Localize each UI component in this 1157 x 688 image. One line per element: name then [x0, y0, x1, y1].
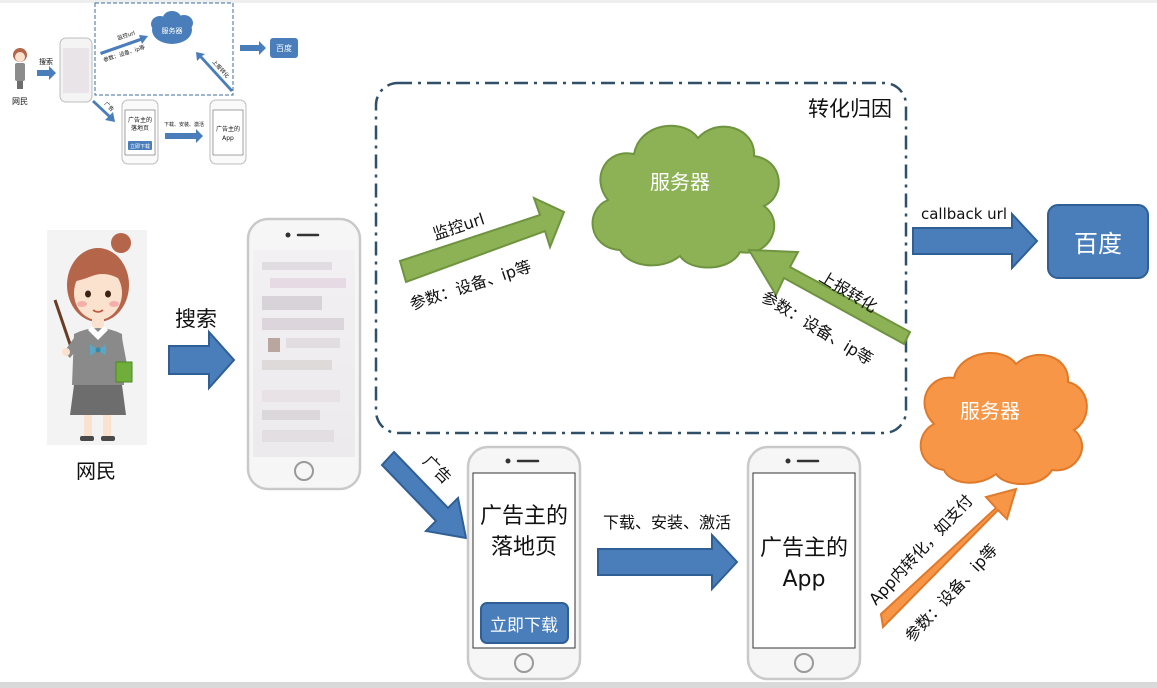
- server-top-label: 服务器: [650, 170, 710, 194]
- thumb-landing-line1: 广告主的: [128, 116, 152, 124]
- baidu-label: 百度: [1074, 230, 1122, 258]
- thumb-server-label: 服务器: [162, 26, 183, 35]
- ad-label: 广告: [419, 451, 455, 487]
- report-conversion-arrow: [747, 248, 912, 346]
- thumb-ad-arrow: [92, 100, 115, 122]
- thumb-baidu-box: [270, 38, 298, 58]
- server-cloud-right: [919, 352, 1088, 486]
- download-now-label: 立即下载: [490, 616, 558, 636]
- download-install-arrow: [597, 532, 739, 592]
- landing-line1: 广告主的: [480, 504, 568, 529]
- app-line1: 广告主的: [760, 536, 848, 561]
- thumb-user-icon: [13, 48, 27, 89]
- thumb-search-label: 搜索: [39, 57, 53, 66]
- search-label: 搜索: [175, 307, 217, 331]
- top-edge: [0, 0, 1157, 3]
- search-arrow: [168, 329, 236, 391]
- bottom-edge: [0, 682, 1157, 688]
- thumb-search-arrow: [37, 66, 56, 80]
- thumb-dashed-box: [94, 2, 234, 96]
- thumb-landing-line2: 落地页: [131, 124, 149, 132]
- thumb-callback-arrow: [240, 41, 266, 55]
- thumb-monitor-label: 监控url: [116, 29, 136, 42]
- thumb-landing-button: [128, 141, 152, 150]
- app-phone-screen: [752, 472, 856, 649]
- thumb-phone-search-screen: [63, 48, 89, 93]
- search-phone: [246, 217, 362, 491]
- app-line2: App: [783, 567, 826, 592]
- thumb-phone-app-screen: [212, 109, 244, 156]
- thumb-server-cloud: [151, 11, 193, 44]
- ad-arrow: [380, 450, 468, 540]
- user-illustration: [47, 230, 147, 445]
- inapp-conversion-arrow: [879, 487, 1018, 630]
- thumb-landing-button-label: 立即下载: [130, 143, 150, 150]
- thumb-report-arrow: [196, 52, 233, 92]
- app-phone: [746, 445, 862, 681]
- landing-line2: 落地页: [491, 535, 557, 560]
- thumb-user-label: 网民: [12, 97, 28, 106]
- thumb-app-line1: 广告主的: [216, 125, 240, 133]
- monitor-url-arrow: [398, 196, 566, 284]
- thumb-baidu-label: 百度: [276, 43, 292, 53]
- baidu-box: [1047, 204, 1149, 279]
- attribution-dashed-box: [374, 81, 908, 435]
- download-install-label: 下载、安装、激活: [603, 513, 731, 532]
- server-cloud-top: [591, 124, 780, 269]
- thumb-download-arrow: [165, 129, 203, 143]
- attribution-title: 转化归因: [808, 97, 892, 121]
- server-right-label: 服务器: [960, 399, 1020, 423]
- user-label: 网民: [76, 459, 116, 483]
- landing-phone: [466, 445, 582, 681]
- thumb-download-label: 下载、安装、激活: [164, 121, 204, 128]
- thumb-app-line2: App: [222, 135, 234, 142]
- download-now-button[interactable]: [480, 602, 569, 644]
- thumbnail-diagram: 网民 搜索 服务器 监控url 参数：设备、ip等 上报转化 百度 广告 广告主: [12, 2, 298, 165]
- thumb-monitor-arrow: [100, 35, 148, 55]
- callback-label: callback url: [921, 205, 1007, 223]
- callback-arrow: [912, 211, 1039, 271]
